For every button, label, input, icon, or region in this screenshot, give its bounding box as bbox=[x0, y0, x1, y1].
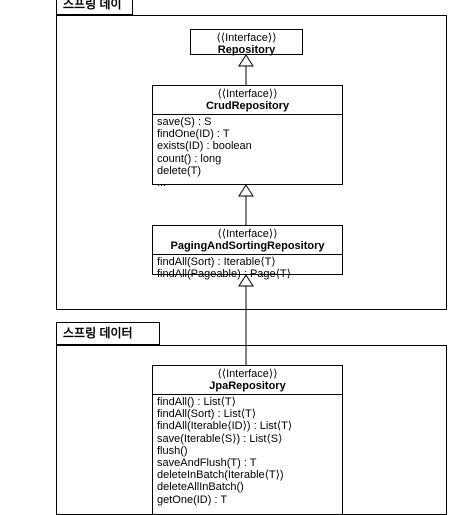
member-paging-findall-pageable: findAll(Pageable) : Page⟨T⟩ bbox=[157, 268, 291, 281]
class-paging-and-sorting-repository: ⟨⟨Interface⟩⟩ PagingAndSortingRepository… bbox=[152, 225, 343, 280]
member-crud-count: count() : long bbox=[157, 152, 222, 165]
member-jpa-delete-in-batch: deleteInBatch(Iterable⟨T⟩) bbox=[157, 469, 284, 482]
class-name-repository: Repository bbox=[217, 44, 276, 56]
arrowhead-repository bbox=[238, 54, 254, 67]
class-name-paging: PagingAndSortingRepository bbox=[170, 240, 325, 252]
stereotype-jpa: ⟨⟨Interface⟩⟩ bbox=[217, 368, 278, 380]
member-crud-ellipsis: ... bbox=[157, 177, 167, 190]
stereotype-crud: ⟨⟨Interface⟩⟩ bbox=[217, 88, 278, 100]
member-crud-exists: exists(ID) : boolean bbox=[157, 140, 252, 153]
member-crud-findone: findOne(ID) : T bbox=[157, 128, 230, 141]
member-jpa-save-iterable: save(Iterable⟨S⟩) : List⟨S⟩ bbox=[157, 432, 283, 445]
stereotype-repository: ⟨⟨Interface⟩⟩ bbox=[216, 32, 277, 44]
member-jpa-save-and-flush: saveAndFlush(T) : T bbox=[157, 457, 257, 470]
member-crud-delete: delete(T) bbox=[157, 164, 202, 177]
class-name-crud: CrudRepository bbox=[205, 100, 290, 112]
arrowhead-crud bbox=[238, 184, 254, 197]
member-jpa-delete-all-in-batch: deleteAllInBatch() bbox=[157, 481, 244, 494]
member-list-crud: save(S) : S findOne(ID) : T exists(ID) :… bbox=[153, 115, 342, 189]
member-crud-save: save(S) : S bbox=[157, 116, 212, 128]
arrowhead-paging bbox=[238, 274, 254, 287]
member-jpa-flush: flush() bbox=[157, 444, 188, 457]
member-paging-findall-sort: findAll(Sort) : Iterable⟨T⟩ bbox=[157, 256, 276, 268]
inheritance-arrows bbox=[238, 54, 254, 365]
class-crud-repository: ⟨⟨Interface⟩⟩ CrudRepository save(S) : S… bbox=[152, 85, 343, 189]
member-jpa-findall-sort: findAll(Sort) : List⟨T⟩ bbox=[157, 408, 257, 421]
class-name-jpa: JpaRepository bbox=[209, 380, 286, 392]
member-list-paging: findAll(Sort) : Iterable⟨T⟩ findAll(Page… bbox=[153, 255, 342, 280]
class-jpa-repository: ⟨⟨Interface⟩⟩ JpaRepository findAll() : … bbox=[152, 365, 343, 515]
class-repository: ⟨⟨Interface⟩⟩ Repository bbox=[190, 29, 303, 56]
member-list-jpa: findAll() : List⟨T⟩ findAll(Sort) : List… bbox=[153, 395, 342, 506]
member-jpa-findall: findAll() : List⟨T⟩ bbox=[157, 396, 236, 408]
member-jpa-get-one: getOne(ID) : T bbox=[157, 493, 228, 506]
stereotype-paging: ⟨⟨Interface⟩⟩ bbox=[217, 228, 278, 240]
member-jpa-findall-iterable: findAll(Iterable⟨ID⟩) : List⟨T⟩ bbox=[157, 420, 293, 433]
